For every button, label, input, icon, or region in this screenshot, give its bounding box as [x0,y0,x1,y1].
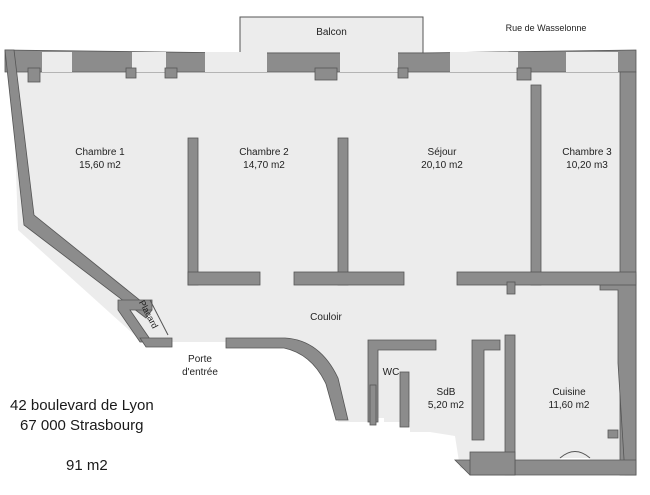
room-sejour: Séjour 20,10 m2 [421,146,463,172]
room-cuisine: Cuisine 11,60 m2 [549,386,590,412]
window-recess [340,52,398,72]
pillar [164,67,178,79]
room-name: Chambre 3 [562,147,612,158]
entrance-line-1: Porte [188,354,212,365]
address-line-2: 67 000 Strasbourg [20,417,144,434]
right-wall-lower [599,274,637,476]
room-area: 10,20 m3 [566,160,608,171]
room-name: Séjour [427,147,457,158]
window-recess [42,52,72,72]
entrance-label: Porte d'entrée [182,353,218,379]
wc-wall-stub [369,384,377,426]
closet-wall-bottom [139,337,173,348]
room-area: 20,10 m2 [421,160,463,171]
pillar [397,67,409,79]
wall-sejour-bottom [293,271,405,286]
balcony-label: Balcon [316,27,347,38]
window-recess [132,52,166,72]
room-name: Cuisine [552,387,586,398]
wc-label: WC [382,367,400,378]
street-label: Rue de Wasselonne [505,23,587,33]
wall-chambre2-bottom [187,271,261,286]
room-area: 5,20 m2 [427,400,465,411]
wall-chambre2-left [187,137,199,286]
pillar [27,67,41,83]
corridor-label: Couloir [310,312,342,323]
room-area: 14,70 m2 [243,160,285,171]
wall-chambre3-left [530,84,542,286]
kitchen-fixture [607,429,619,439]
room-area: 11,60 m2 [548,400,590,411]
closet-door [149,299,169,336]
room-chambre-2: Chambre 2 14,70 m2 [239,146,288,172]
room-chambre-1: Chambre 1 15,60 m2 [75,146,124,172]
room-name: Chambre 2 [239,147,289,158]
entrance-line-2: d'entrée [182,367,218,378]
room-sdb: SdB 5,20 m2 [428,386,464,412]
room-chambre-3: Chambre 3 10,20 m3 [562,146,611,172]
pillar [314,67,338,81]
wall-sejour-left [337,137,349,286]
wall-chambre3-bottom [456,271,637,286]
wc-wall-mid [399,371,410,428]
room-area: 15,60 m2 [79,160,121,171]
pillar [125,67,137,79]
window-recess [566,52,618,72]
window-recess [205,52,267,72]
pillar [516,67,532,81]
closet-wall [117,299,153,343]
sdb-wall [471,339,501,441]
surface-total: 91 m2 [66,457,108,474]
door-arc [559,451,591,459]
address-line-1: 42 boulevard de Lyon [10,397,154,414]
watermark: NN [330,426,378,459]
sdb-bottom-wall [469,451,516,476]
wall-nib [506,281,516,295]
window-recess [450,52,518,72]
entrance-wall [225,337,349,421]
room-name: Chambre 1 [75,147,125,158]
room-name: SdB [436,387,456,398]
